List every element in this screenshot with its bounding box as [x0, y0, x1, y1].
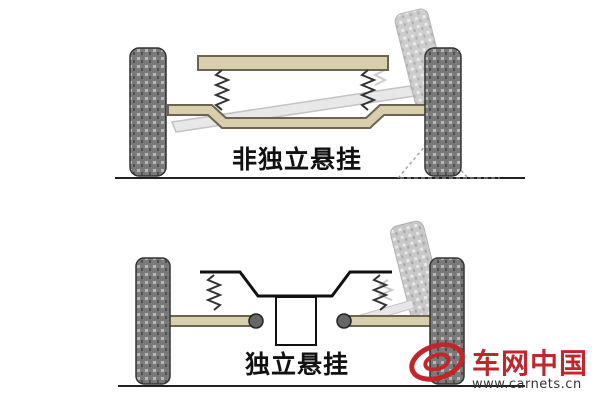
left-control-arm	[167, 315, 259, 327]
left-wheel-bottom	[135, 257, 171, 385]
differential-housing	[275, 296, 317, 346]
spring-left-independent	[205, 274, 223, 311]
right-wheel-top	[424, 47, 462, 177]
watermark-url: www.carnets.cn	[472, 377, 582, 392]
chassis-frame	[197, 55, 389, 71]
right-control-arm	[343, 315, 435, 327]
spring-left	[213, 69, 231, 111]
non-independent-suspension-figure	[115, 8, 525, 179]
label-independent-suspension: 独立悬挂	[245, 350, 350, 379]
left-wheel-top	[129, 47, 167, 177]
chassis-frame-independent	[200, 270, 392, 298]
carnets-logo-icon	[409, 342, 465, 382]
watermark-brand: 车网中国	[472, 347, 589, 380]
left-pivot	[248, 313, 264, 329]
label-non-independent-suspension: 非独立悬挂	[232, 145, 363, 174]
spring-right	[359, 69, 377, 111]
spring-right-independent	[371, 274, 389, 311]
right-pivot	[336, 313, 352, 329]
